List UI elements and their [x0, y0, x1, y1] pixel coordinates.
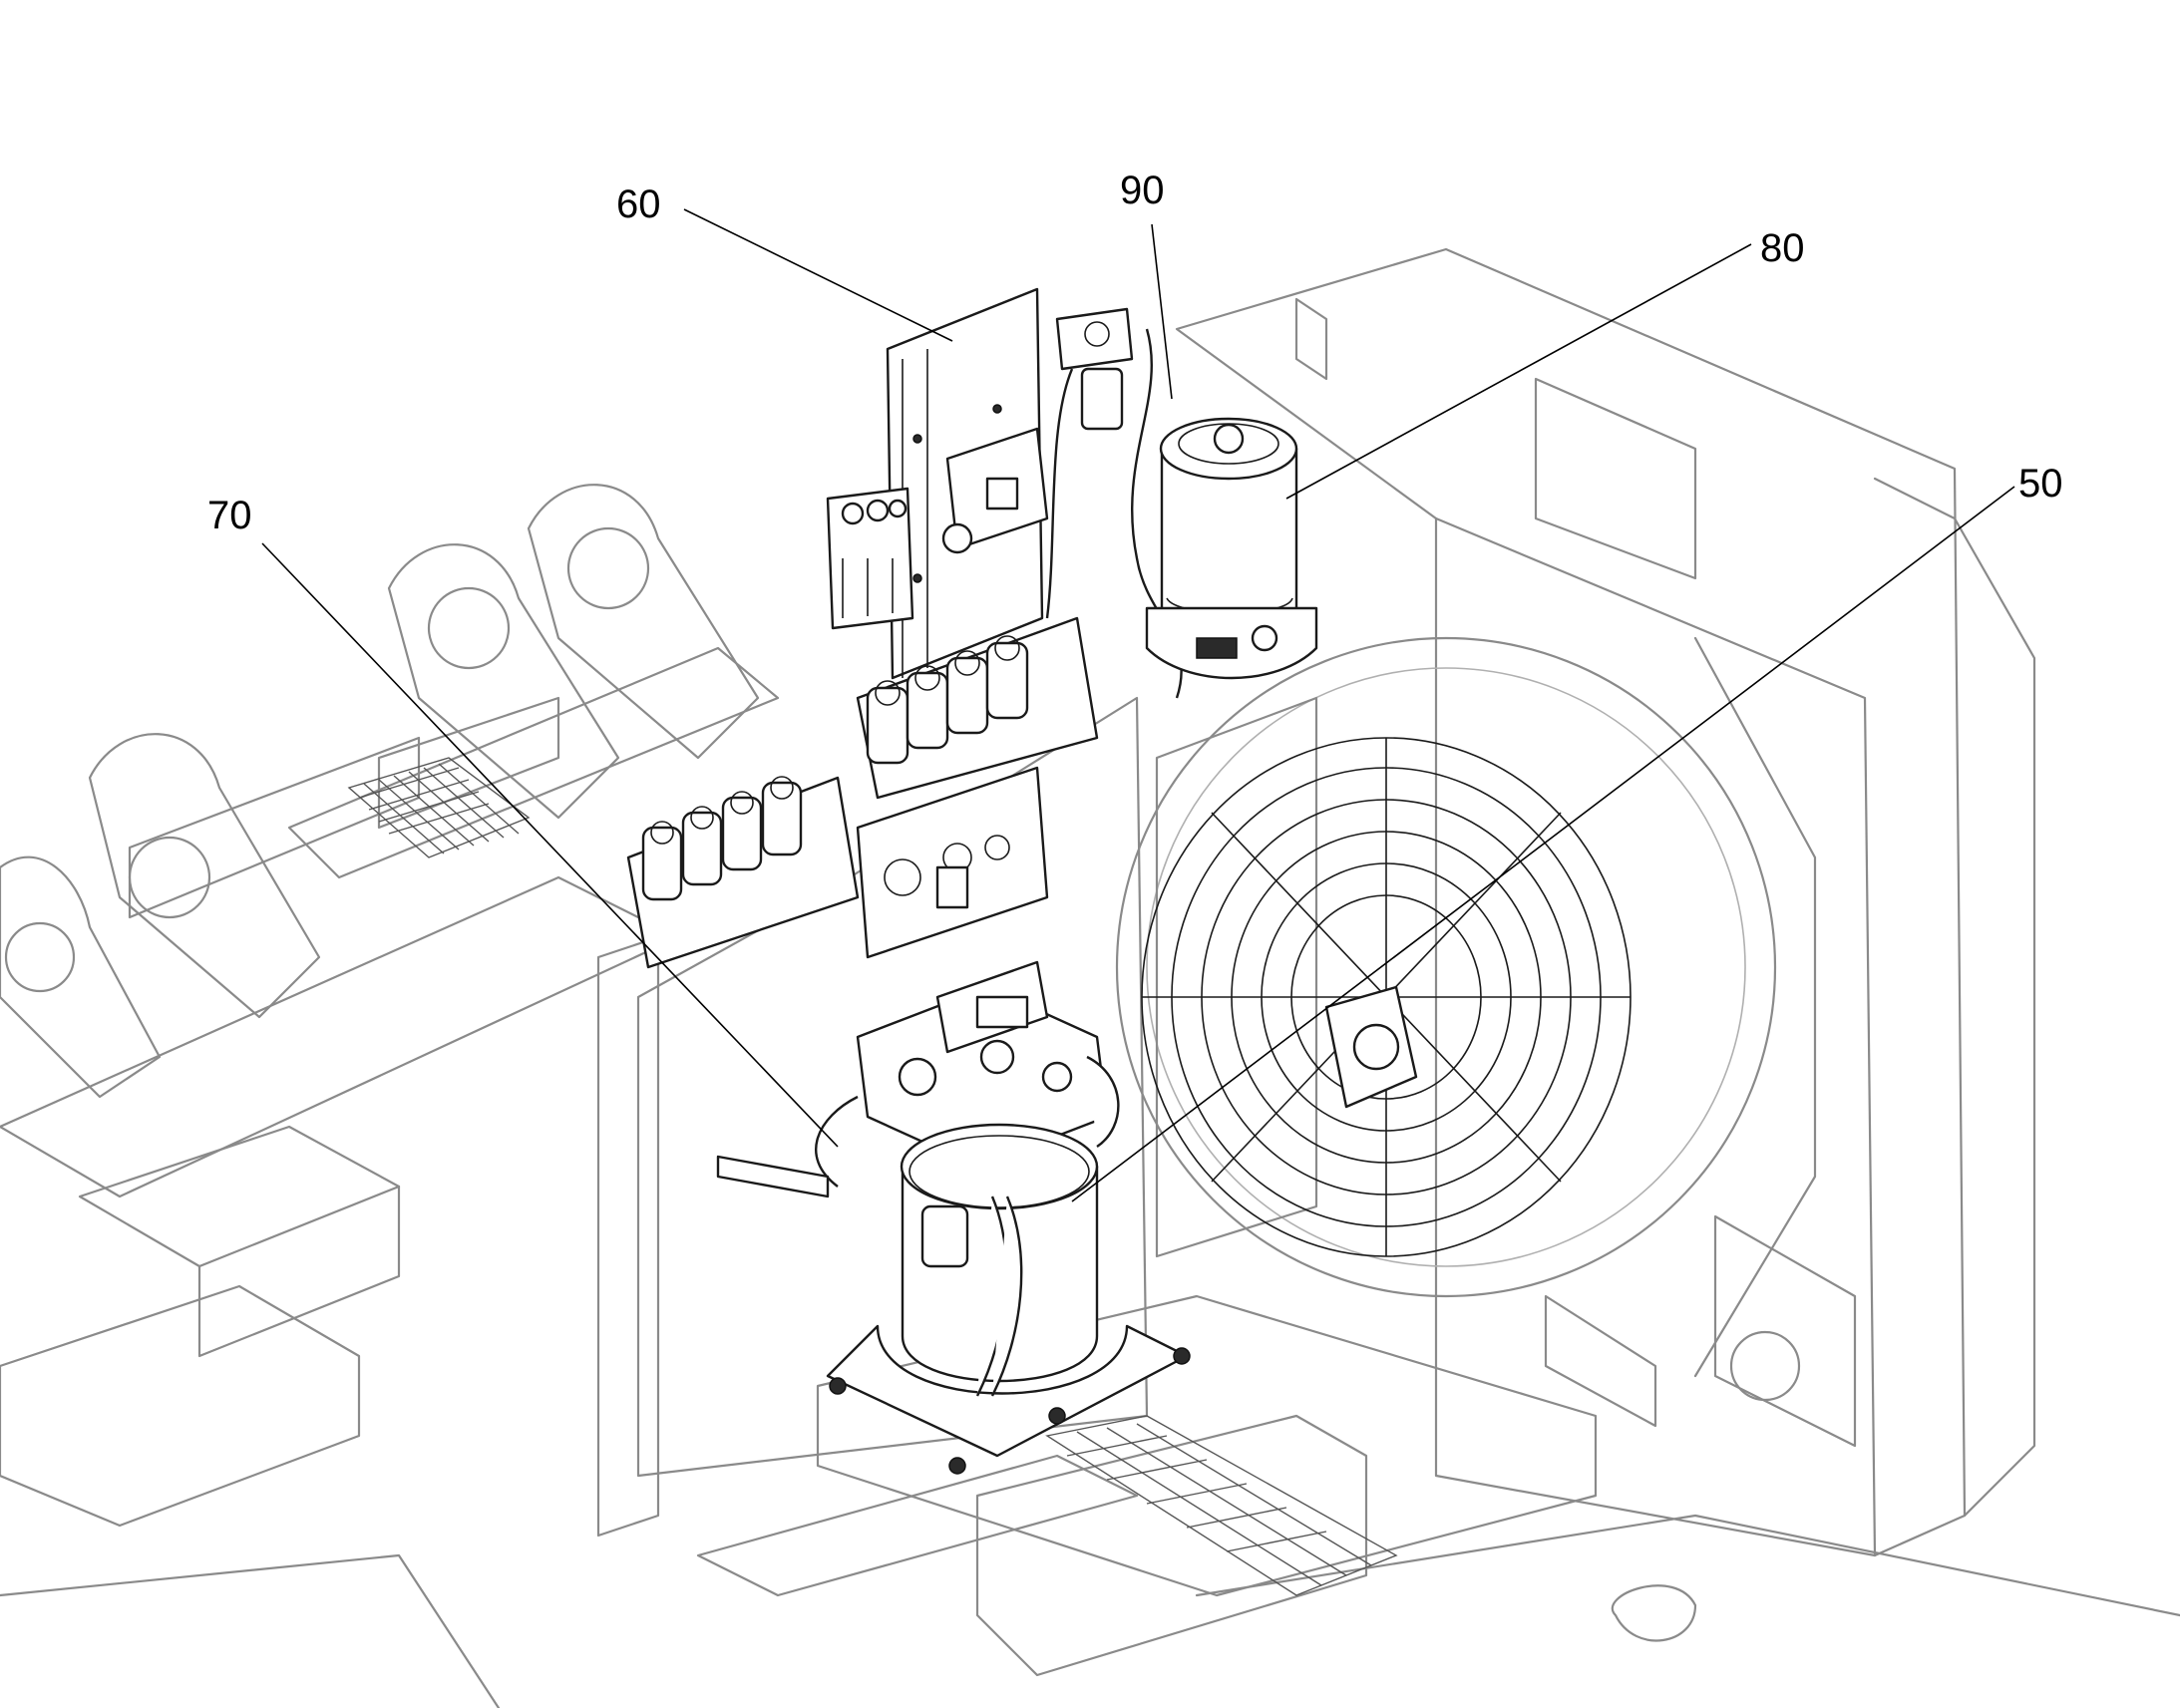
lubrication-pump-80: [1145, 417, 1318, 680]
callout-labels: 60 90 80 70 50: [207, 169, 2063, 537]
leader-60: [683, 208, 953, 342]
valve-unit-70: [815, 960, 1120, 1188]
accumulator-bank-upper: [856, 616, 1099, 800]
chassis-frame: [0, 247, 2180, 1708]
leader-90: [1151, 223, 1173, 400]
leader-lines: [261, 208, 2015, 1202]
callout-80: 80: [1760, 226, 1805, 270]
manifold-plate: [856, 766, 1049, 959]
step-grille-left: [347, 757, 531, 858]
callout-60: 60: [616, 182, 661, 226]
callout-70: 70: [207, 494, 252, 537]
accumulator-bank-lower: [626, 776, 860, 969]
tank-50: [716, 1123, 1191, 1475]
cooling-fan: [1141, 737, 1632, 1257]
mounting-plate-60: [886, 287, 1049, 680]
step-grille-right: [1045, 1415, 1398, 1596]
callout-90: 90: [1120, 169, 1165, 212]
leader-50: [1071, 486, 2015, 1202]
leader-80: [1285, 243, 1752, 500]
valve-block: [826, 487, 914, 630]
callout-50: 50: [2018, 462, 2063, 506]
leader-70: [261, 542, 839, 1148]
